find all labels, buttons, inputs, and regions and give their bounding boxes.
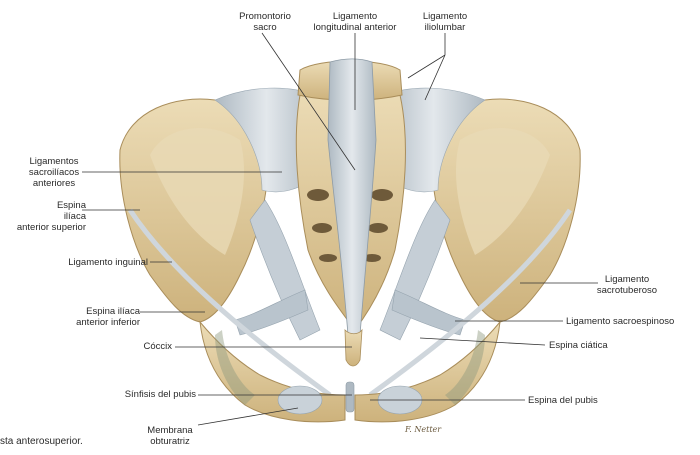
label-inguinal-ligament: Ligamento inguinal — [68, 257, 148, 268]
left-sacroiliac-ligaments — [214, 87, 319, 193]
pubic-symphysis-disc — [345, 381, 355, 413]
label-anterior-sacroiliac-ligaments: Ligamentos sacroilíacos anteriores — [28, 156, 80, 189]
label-pubic-spine: Espina del pubis — [528, 395, 598, 406]
label-iliolumbar-ligament: Ligamento iliolumbar — [422, 11, 468, 33]
artist-signature: F. Netter — [404, 425, 442, 434]
label-pubic-symphysis: Sínfisis del pubis — [124, 389, 196, 400]
label-anterior-inferior-iliac-spine: Espina ilíaca anterior inferior — [76, 306, 140, 328]
right-inguinal-ligament — [368, 208, 573, 398]
label-sacrotuberous-ligament: Ligamento sacrotuberoso — [596, 274, 658, 296]
label-anterior-longitudinal-ligament: Ligamento longitudinal anterior — [313, 11, 397, 33]
anterior-longitudinal-ligament — [327, 58, 377, 336]
label-sacral-promontory: Promontorio sacro — [239, 11, 291, 33]
label-coccyx: Cóccix — [143, 341, 172, 352]
label-obturator-membrane: Membrana obturatriz — [147, 425, 193, 447]
coccyx — [344, 328, 363, 367]
label-anterior-superior-iliac-spine: Espina ilíaca anterior superior — [16, 200, 86, 233]
label-ischial-spine: Espina ciática — [549, 340, 608, 351]
leader-lines — [82, 32, 598, 426]
left-inguinal-ligament — [127, 208, 332, 398]
caption-fragment: sta anterosuperior. — [0, 436, 83, 447]
left-sacrospinous-ligament — [234, 289, 309, 336]
right-sacrospinous-ligament — [391, 289, 466, 336]
label-sacrospinous-ligament: Ligamento sacroespinoso — [566, 316, 675, 327]
right-sacroiliac-ligaments — [381, 87, 486, 193]
left-obturator-membrane — [277, 385, 323, 415]
